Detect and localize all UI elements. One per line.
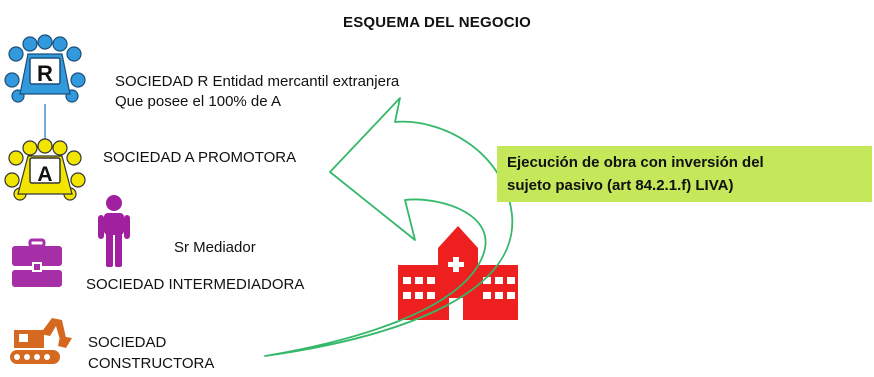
person-icon	[98, 195, 130, 267]
sociedad-r-line1: SOCIEDAD R Entidad mercantil extranjera	[115, 73, 400, 90]
hospital-icon	[398, 226, 518, 320]
constructora-line2: CONSTRUCTORA	[88, 355, 215, 372]
diagram-title: ESQUEMA DEL NEGOCIO	[343, 14, 531, 31]
a-badge: A	[37, 163, 52, 186]
sociedad-r-line2: Que posee el 100% de A	[115, 93, 281, 110]
curved-arrow	[264, 97, 513, 357]
mediador-label: Sr Mediador	[174, 239, 256, 256]
callout-line1: Ejecución de obra con inversión del	[507, 154, 764, 171]
briefcase-icon	[12, 238, 62, 287]
intermediadora-label: SOCIEDAD INTERMEDIADORA	[86, 276, 305, 293]
callout-box	[497, 146, 872, 202]
sociedad-a-label: SOCIEDAD A PROMOTORA	[103, 149, 297, 166]
constructora-line1: SOCIEDAD	[88, 334, 167, 351]
callout-text: Ejecución de obra con inversión del suje…	[507, 151, 764, 197]
r-badge: R	[37, 61, 53, 86]
group-table-a-icon	[4, 138, 86, 201]
group-table-r-icon	[4, 34, 86, 103]
excavator-icon	[10, 318, 72, 364]
callout-line2: sujeto pasivo (art 84.2.1.f) LIVA)	[507, 177, 734, 194]
